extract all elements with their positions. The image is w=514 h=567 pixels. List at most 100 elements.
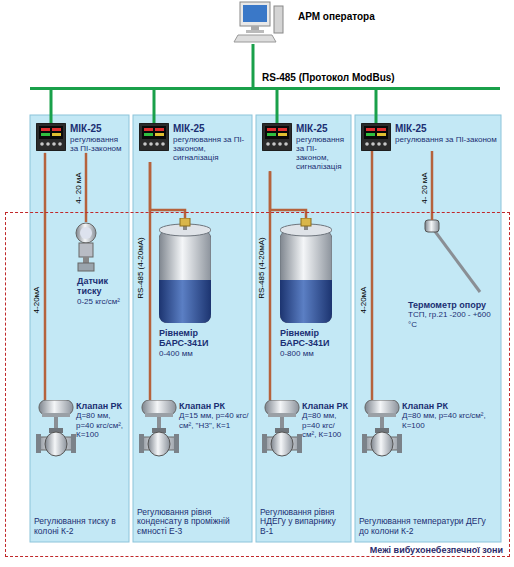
controller-label: регулювання за ПІ-законом [70,135,125,153]
loop-caption: Регулювання температури ДЕГу до колони К… [359,517,497,537]
controller-icon [139,123,169,151]
controller-icon [262,123,292,151]
valve-label: Д=80 мм, р=40 кгс/см², К=100 [76,411,126,439]
transmitter-neck [83,257,89,263]
control-loop-panel: Регулювання температури ДЕГу до колони К… [355,115,501,542]
controller-label: регулювання за ПІ-законом [395,135,497,144]
controller: МІК-25регулювання за ПІ-законом [36,123,125,153]
valve-icon [362,400,402,456]
thermometer [425,220,480,292]
valve-label: Клапан РК [76,401,126,411]
controller-label: МІК-25 [173,123,248,135]
panel-fill [30,115,129,542]
transmitter-head [76,223,96,243]
level-tank [159,218,211,323]
monitor-base [246,30,264,33]
instrument-label: 0-400 мм [159,349,249,358]
signal-label: 4- 20 мА [421,172,429,203]
bus-label: RS-485 (Протокол ModBus) [262,70,500,84]
valve-icon [36,400,76,456]
signal-label: 4- 20 мА [75,172,83,203]
valve-label: Д=80 мм, р=40 кгс/см², К=100 [402,411,496,429]
controller: МІК-25регулювання за ПІ-законом, сигналі… [262,123,347,171]
panel-fill [355,115,501,542]
bus-link [50,89,53,124]
valve-icon [139,400,179,456]
resistance-thermometer: Термометр опоруТСП, гр.21 -200 - +600 °С [400,220,495,329]
signal-cable [150,162,185,218]
valve-label: Клапан РК [402,401,496,411]
signal-cable [44,153,47,400]
signal-label: RS-485 (4-20мА) [137,237,145,299]
pressure-transmitter [76,223,96,271]
operator-workstation: АРМ оператора [232,2,412,44]
controller-icon [361,123,391,151]
transmitter-cover [80,227,92,239]
signal-cable [270,171,306,218]
signal-cable [371,151,374,400]
loop-caption: Регулювання тиску в колоні К-2 [34,517,125,537]
signal-cable [269,171,272,400]
bus-link [252,44,255,89]
system-unit [274,6,283,33]
control-loop-panel: Регулювання тиску в колоні К-2 МІК-25регу… [30,115,129,542]
controller: МІК-25регулювання за ПІ-законом [361,123,497,151]
instrument-label: Рівнемір БАРС-341И [159,328,249,349]
valve-label: Д=15 мм, р=40 кгс/см², "НЗ", К=1 [179,411,249,429]
instrument-label: Рівнемір БАРС-341И [280,328,348,349]
panel-fill [256,115,351,542]
controller: МІК-25регулювання за ПІ-законом, сигналі… [139,123,248,162]
monitor-stand [251,26,259,30]
keyboard [234,35,276,42]
node-label: АРМ оператора [298,2,412,23]
instrument-label: 0-800 мм [280,349,348,358]
computer-icon [234,2,283,42]
thermometer-stem [434,230,480,292]
loop-caption: Регулювання рівня конденсату в проміжній… [137,508,248,537]
signal-label: 4-20мА [33,287,41,314]
controller-label: МІК-25 [296,123,347,135]
level-meter: Рівнемір БАРС-341И0-800 мм [275,218,348,358]
pressure-sensor: Датчик тиску0-25 кгс/см² [65,222,127,306]
signal-label: 4-20мА [360,287,368,314]
transmitter-body [79,243,93,257]
control-valve: Клапан РКД=15 мм, р=40 кгс/см², "НЗ", К=… [139,400,249,462]
process-connection [78,263,94,271]
thermometer-head [425,220,439,232]
bus-link [153,89,156,124]
bus-link [276,89,279,124]
instrument-label: 0-25 кгс/см² [77,297,127,306]
instrument-label: ТСП, гр.21 -200 - +600 °С [408,310,495,328]
signal-label: RS-485 (4-20мА) [258,237,266,299]
controller-label: МІК-25 [70,123,125,135]
zone-label: Межі вибухонебезпечної зони [370,545,503,555]
bus-link [375,89,378,124]
controller-icon [36,123,66,151]
panel-fill [133,115,252,542]
signal-cable [431,151,434,220]
controller-label: регулювання за ПІ-законом, сигналізація [296,135,347,172]
controller-label: регулювання за ПІ-законом, сигналізація [173,135,248,163]
control-valve: Клапан РКД=80 мм, р=40 кгс/см², К=100 [36,400,126,462]
monitor-screen [243,5,267,22]
modbus-bus: RS-485 (Протокол ModBus) [30,70,500,90]
valve-label: Д=80 мм, р=40 кгс/см², К=100 [302,411,348,439]
control-valve: Клапан РКД=80 мм, р=40 кгс/см², К=100 [362,400,496,462]
level-tank [280,218,332,323]
level-meter: Рівнемір БАРС-341И0-400 мм [153,218,249,358]
instrument-label: Датчик тиску [77,276,127,297]
valve-label: Клапан РК [179,401,249,411]
hazard-zone-boundary: Межі вибухонебезпечної зони [5,212,510,557]
instrument-label: Термометр опору [408,300,495,310]
valve-label: Клапан РК [302,401,348,411]
signal-cable [149,162,152,400]
signal-cable [85,153,88,222]
monitor [240,2,270,26]
valve-icon [262,400,302,456]
controller-label: МІК-25 [395,123,497,135]
control-loop-panel: Регулювання рівня НДЕГу у випарнику В-1 М… [256,115,351,542]
loop-caption: Регулювання рівня НДЕГу у випарнику В-1 [260,508,347,537]
